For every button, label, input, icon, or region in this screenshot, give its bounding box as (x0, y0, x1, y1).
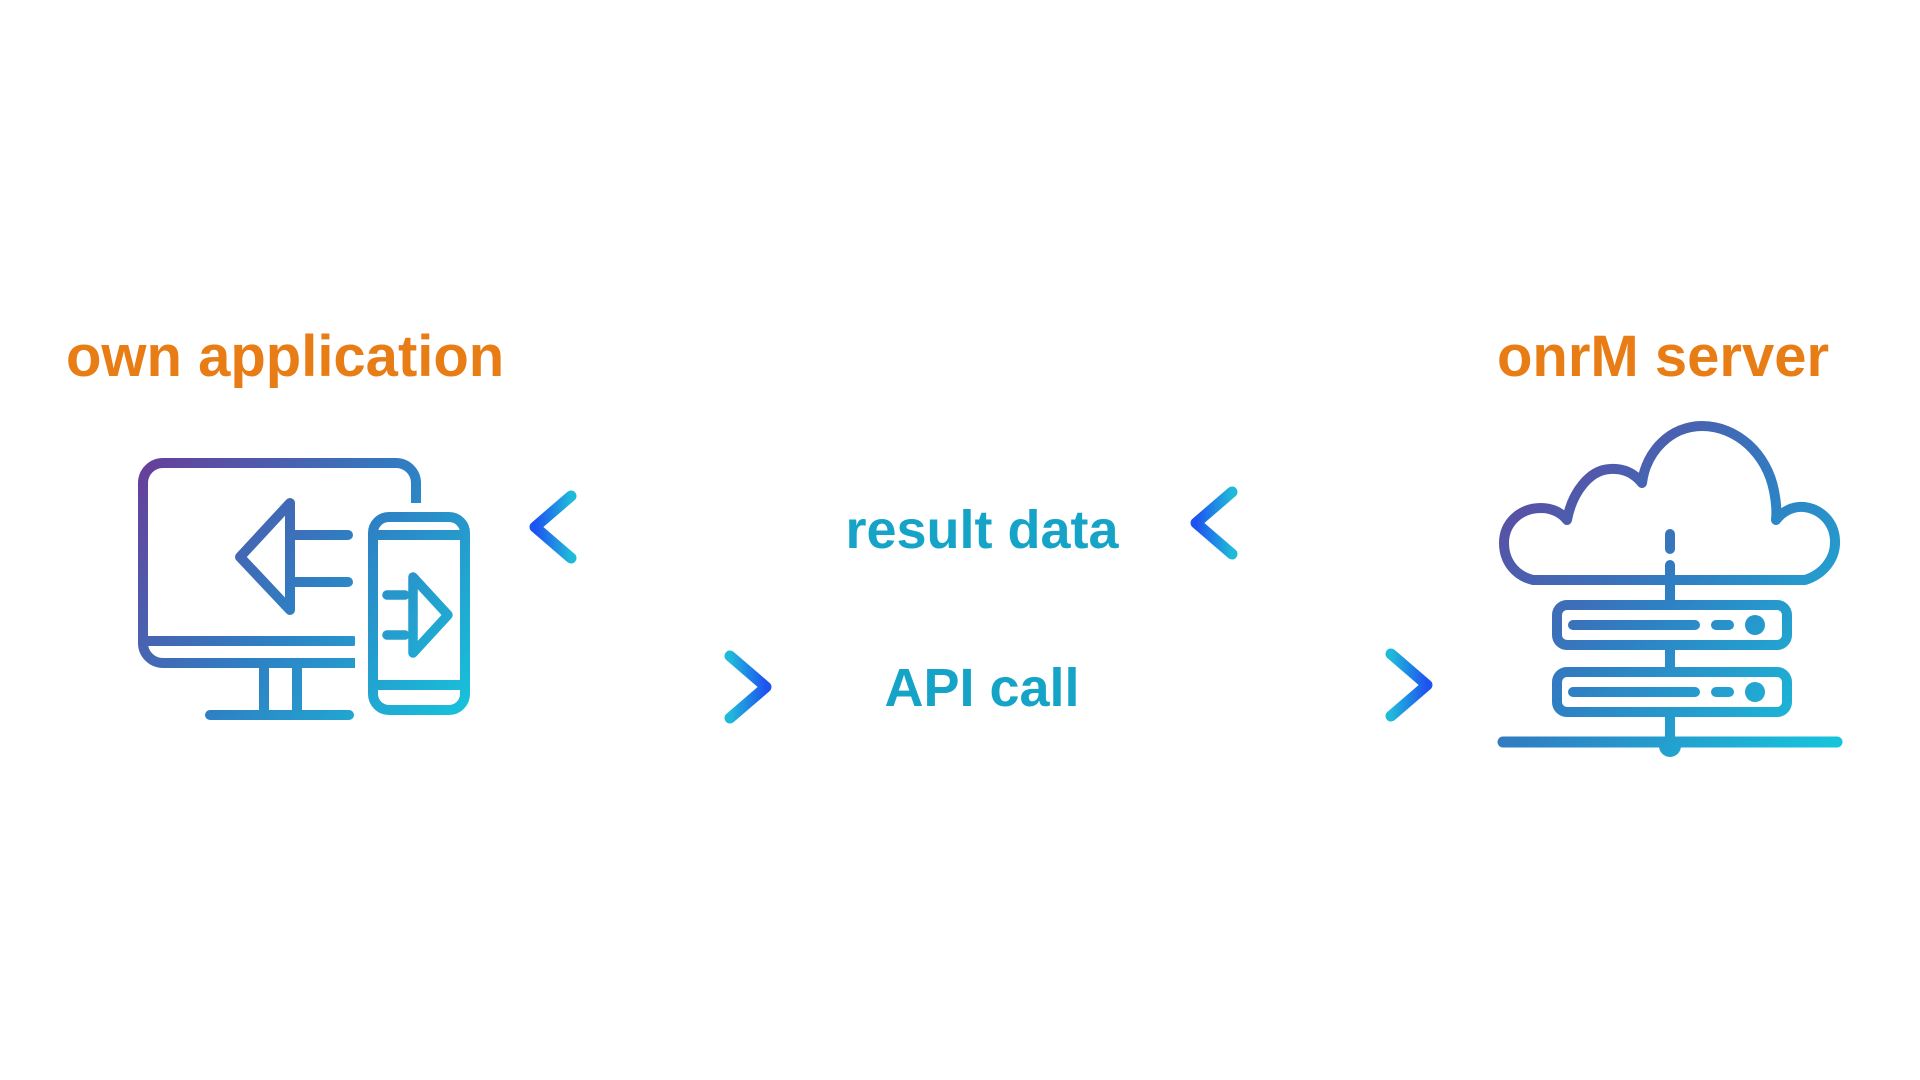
baseline-node-dot (1659, 735, 1681, 757)
result-arrow-into-app (529, 490, 775, 564)
phone-frame (368, 512, 470, 715)
arrow-head (529, 490, 577, 564)
arrow-head (1385, 648, 1433, 722)
arrow-head (724, 650, 772, 724)
arrow-head (1190, 486, 1238, 560)
result-arrow-from-server (1190, 486, 1436, 560)
api-arrow-into-server (1187, 648, 1433, 722)
left-sync-arrow-head (235, 498, 295, 615)
cloud-outline (1499, 421, 1841, 585)
cloud-server-icon (1497, 421, 1843, 757)
left-node-title: own application (66, 324, 505, 389)
rack-top-led (1745, 615, 1765, 635)
flow-label-api-call: API call (884, 658, 1080, 718)
phone-arrow-head (408, 572, 453, 658)
right-node-title: onrM server (1497, 324, 1830, 389)
monitor-phone-sync-icon (138, 458, 487, 727)
rack-bottom-led (1745, 682, 1765, 702)
api-arrow-from-app (526, 650, 772, 724)
flow-label-result-data: result data (845, 500, 1119, 560)
